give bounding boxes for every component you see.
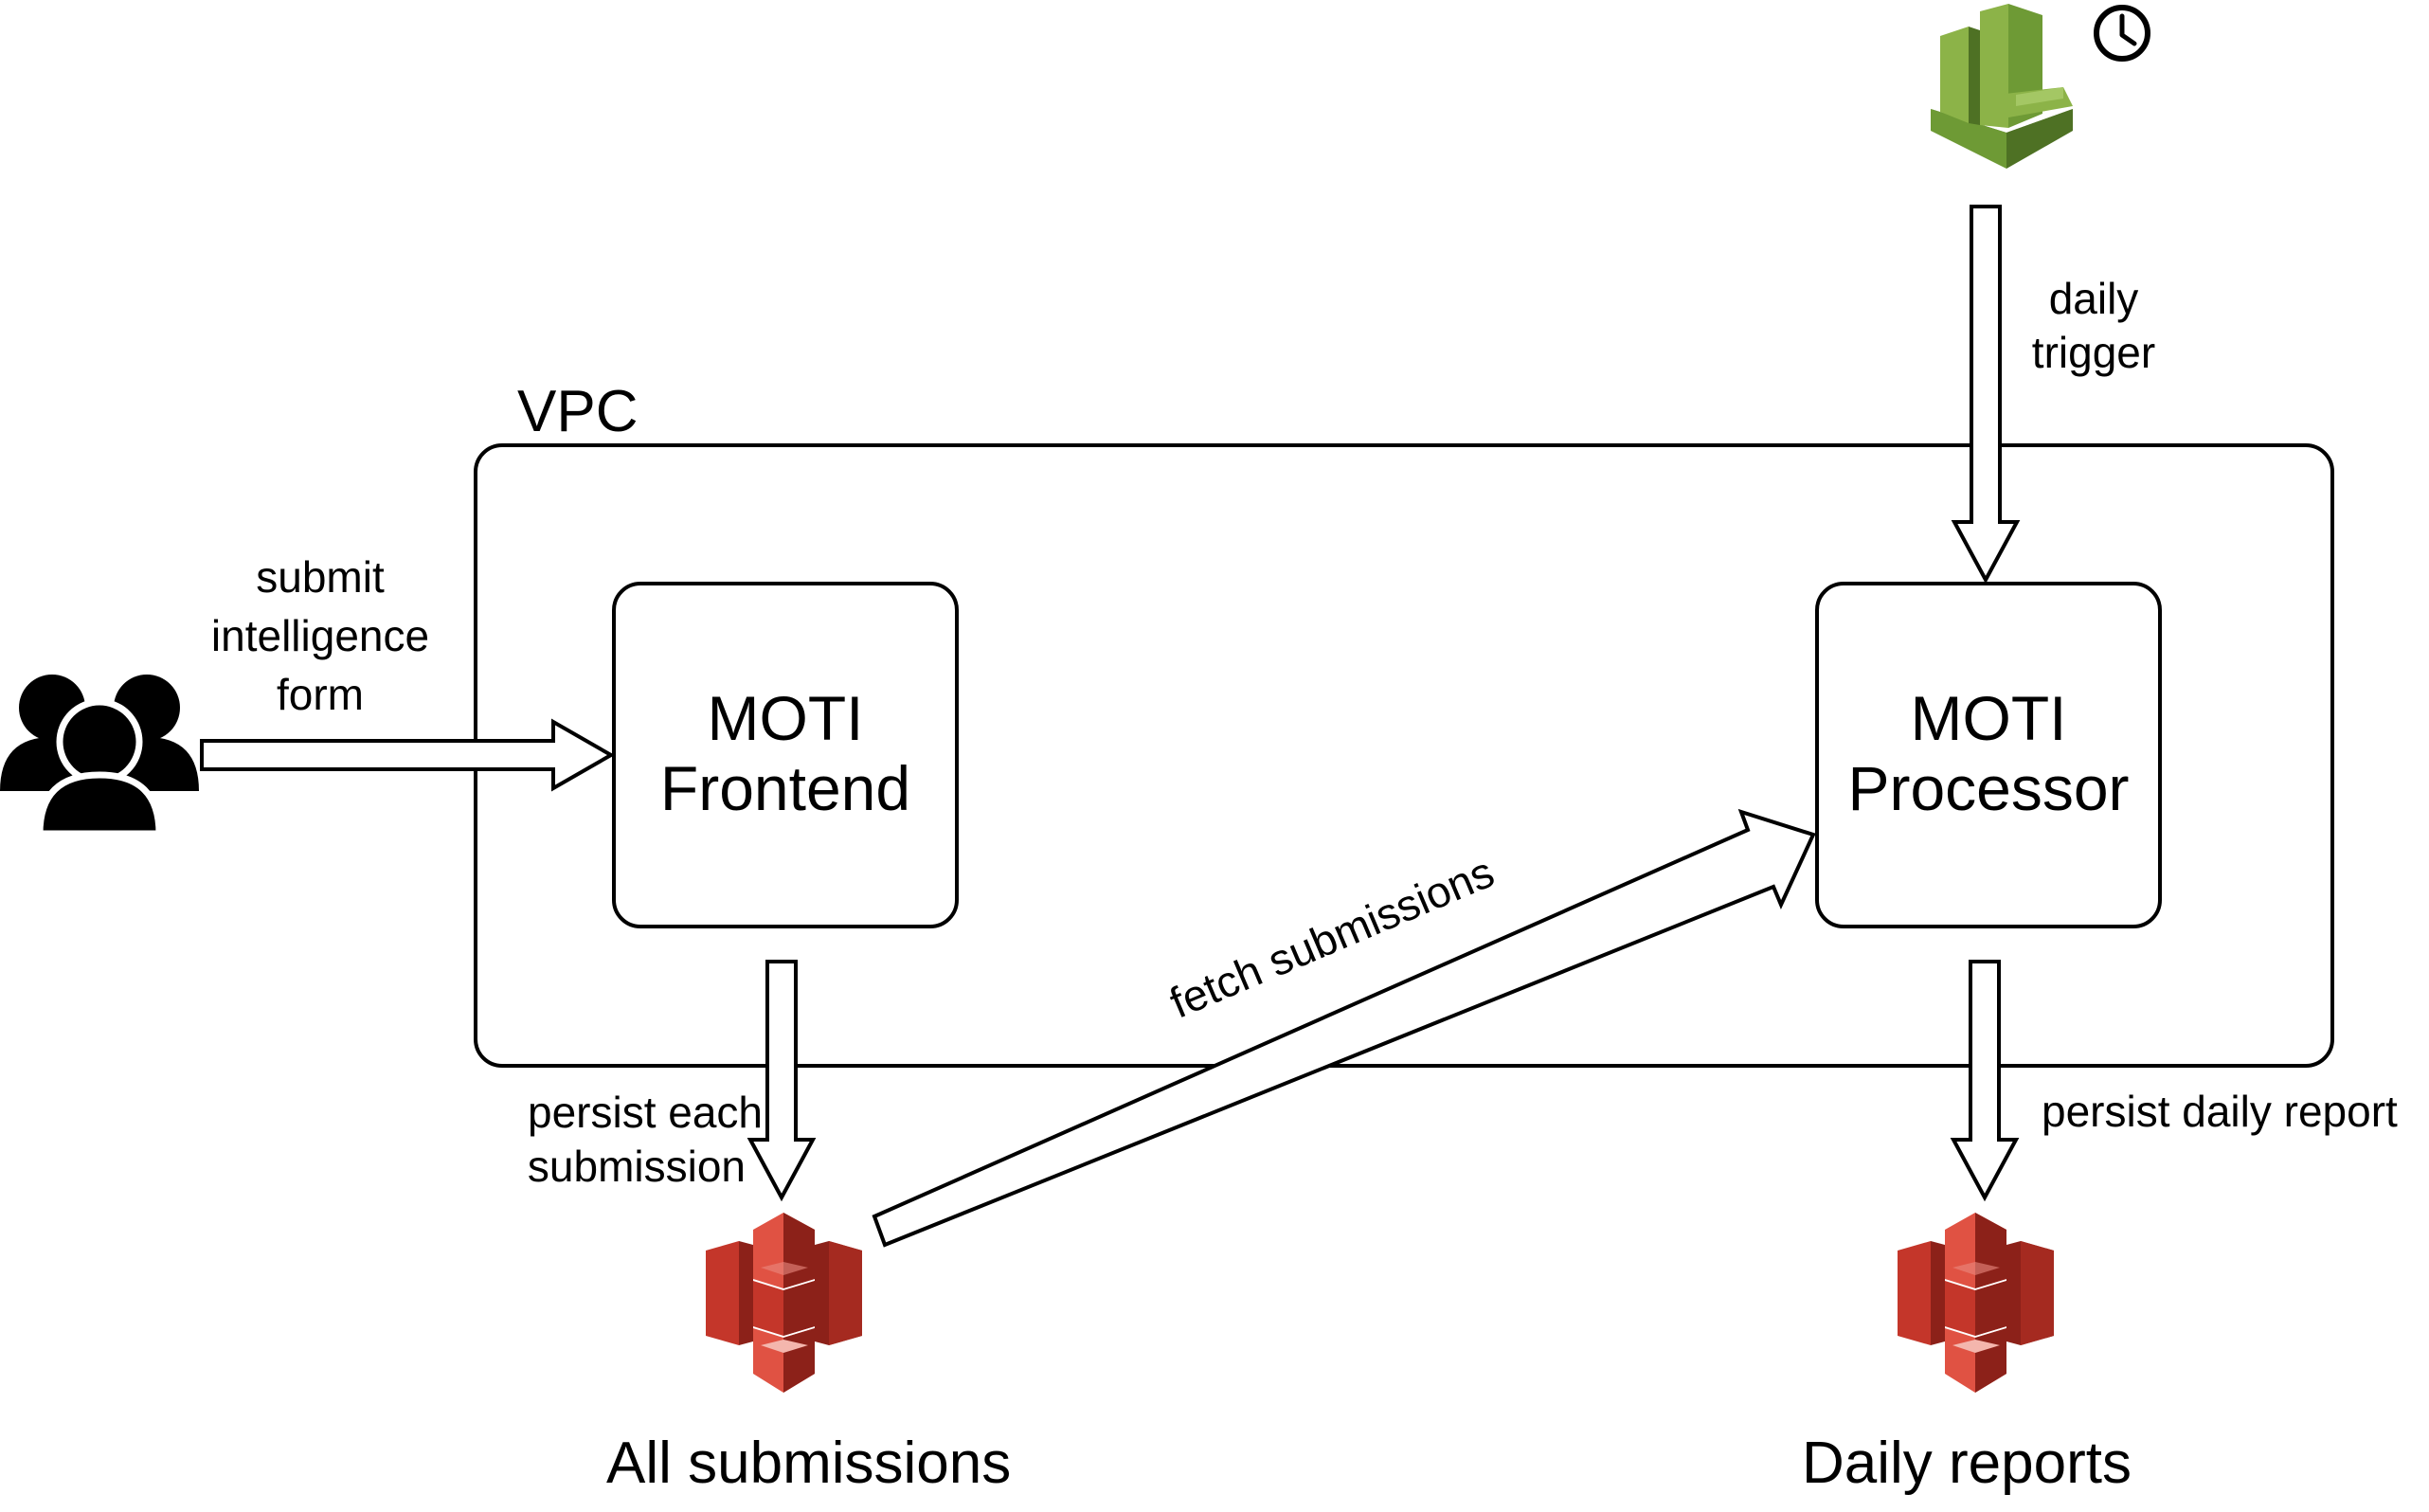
persist-each-arrow	[747, 960, 817, 1202]
persist-each-line2: submission	[527, 1142, 746, 1191]
persist-daily-label: persist daily report	[2042, 1087, 2398, 1136]
submit-arrow	[200, 718, 616, 792]
daily-trigger-arrow	[1951, 205, 2021, 585]
submit-line3: form	[277, 670, 364, 719]
daily-trigger-label: daily trigger	[2018, 272, 2169, 380]
moti-frontend-line1: MOTI	[707, 683, 864, 753]
cloudwatch-events-icon	[1931, 4, 2073, 169]
moti-processor-label: MOTI Processor	[1817, 683, 2160, 824]
all-submissions-caption: All submissions	[606, 1431, 1012, 1496]
moti-processor-box	[1815, 582, 2162, 928]
daily-trigger-line1: daily	[2048, 274, 2139, 323]
submit-form-label: submit intelligence form	[178, 548, 462, 724]
persist-each-line1: persist each	[527, 1088, 763, 1137]
moti-frontend-line2: Frontend	[659, 752, 911, 823]
vpc-label: VPC	[517, 379, 639, 444]
submit-line2: intelligence	[210, 611, 430, 660]
daily-trigger-line2: trigger	[2031, 328, 2156, 377]
clock-icon	[2094, 5, 2150, 62]
daily-reports-caption: Daily reports	[1802, 1431, 2132, 1496]
persist-daily-arrow	[1950, 960, 2020, 1202]
moti-processor-line1: MOTI	[1910, 683, 2067, 753]
persist-each-label: persist each submission	[478, 1086, 763, 1194]
s3-bucket-all-submissions-icon	[706, 1213, 862, 1393]
users-group-icon	[0, 675, 199, 837]
moti-processor-line2: Processor	[1847, 752, 2130, 823]
submit-line1: submit	[256, 552, 385, 602]
moti-frontend-label: MOTI Frontend	[614, 683, 957, 824]
s3-bucket-daily-reports-icon	[1898, 1213, 2054, 1393]
fetch-submissions-arrow	[872, 808, 1816, 1248]
